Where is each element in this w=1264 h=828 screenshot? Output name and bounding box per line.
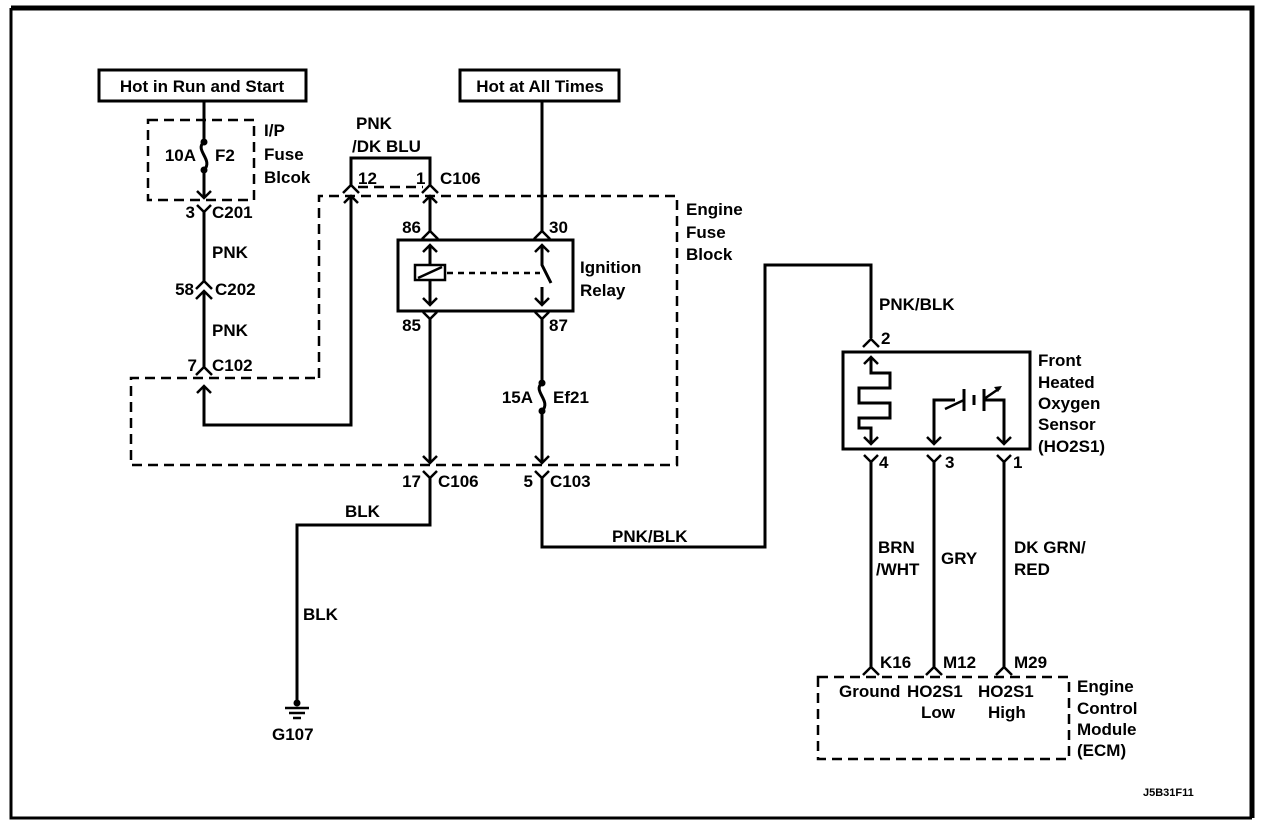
power-source-hot-all-times: Hot at All Times [458,68,621,103]
wire-color-pnk: PNK [212,321,249,340]
sensor-pin-2: 2 [881,329,890,348]
svg-text:Sensor: Sensor [1038,415,1096,434]
ecm-pin-k16: K16 [880,653,911,672]
wire-color-pnk-dkblu-2: /DK BLU [352,137,421,156]
wire-color-dkgrn-red-2: RED [1014,560,1050,579]
c202-pin: 58 [175,280,194,299]
relay-label-2: Relay [580,281,626,300]
sensor-pin-1: 1 [1013,453,1022,472]
wire-color-blk: BLK [345,502,381,521]
power-source-label: Hot at All Times [476,77,604,96]
c102-pin: 7 [188,356,197,375]
svg-text:Ground: Ground [839,682,900,701]
c106-top-label: C106 [440,169,481,188]
svg-text:Blcok: Blcok [264,168,311,187]
figure-id: J5B31F11 [1143,787,1194,799]
svg-text:HO2S1: HO2S1 [907,682,963,701]
c102-label: C102 [212,356,253,375]
relay-pin-87: 87 [549,316,568,335]
power-source-hot-run-start: Hot in Run and Start [97,68,308,103]
svg-text:Fuse: Fuse [264,145,304,164]
page-frame [11,5,1255,818]
ecm-outline [816,675,1071,761]
svg-text:Oxygen: Oxygen [1038,394,1100,413]
c202-label: C202 [215,280,256,299]
c106-bottom-label: C106 [438,472,479,491]
heater-element-icon [857,357,892,444]
ecm-pin-m29: M29 [1014,653,1047,672]
c201-label: C201 [212,203,253,222]
ground-label: G107 [272,725,314,744]
wire-color-pnk-blk: PNK/BLK [879,295,955,314]
fuse-f2-rating: 10A [165,146,196,165]
svg-text:Front: Front [1038,351,1082,370]
svg-text:(HO2S1): (HO2S1) [1038,437,1105,456]
svg-text:Engine: Engine [686,200,743,219]
wire-color-brn-wht-1: BRN [878,538,915,557]
wire-color-pnk: PNK [212,243,249,262]
fuse-f2-name: F2 [215,146,235,165]
svg-text:(ECM): (ECM) [1077,741,1126,760]
sensor-pin-4: 4 [879,453,889,472]
o2-sensor-label: Front Heated Oxygen Sensor (HO2S1) [1038,351,1105,456]
wire-color-brn-wht-2: /WHT [876,560,920,579]
svg-text:I/P: I/P [264,121,285,140]
c103-label: C103 [550,472,591,491]
ecm-terminal-labels: Ground HO2S1 Low HO2S1 High [839,682,1034,722]
fuse-ef21-rating: 15A [502,388,533,407]
sensor-pin-3: 3 [945,453,954,472]
connector-c102-icon [194,365,214,377]
relay-switch-icon [540,245,553,284]
svg-text:Low: Low [921,703,956,722]
engine-fuse-block-outline [129,194,679,467]
connector-c202-icon [194,279,214,291]
svg-text:Module: Module [1077,720,1137,739]
ecm-label: Engine Control Module (ECM) [1077,677,1137,760]
ignition-relay [396,238,575,313]
svg-text:Fuse: Fuse [686,223,726,242]
c103-pin: 5 [524,472,533,491]
svg-text:Heated: Heated [1038,373,1095,392]
page-frame-left [9,8,1252,820]
o2-sensor [841,350,1032,451]
connector-c103-icon [533,469,551,480]
ip-fuse-block-label: I/P Fuse Blcok [264,121,311,187]
svg-text:Engine: Engine [1077,677,1134,696]
svg-text:High: High [988,703,1026,722]
svg-text:Control: Control [1077,699,1137,718]
wire-color-pnk-dkblu-1: PNK [356,114,393,133]
fuse-f2-icon [199,138,209,174]
c106-pin12: 12 [358,169,377,188]
svg-text:HO2S1: HO2S1 [978,682,1034,701]
relay-pin-30: 30 [549,218,568,237]
c106-bottom-pin: 17 [402,472,421,491]
svg-text:Block: Block [686,245,733,264]
ecm-pin-m12: M12 [943,653,976,672]
connector-c106-pin12-icon [341,183,361,195]
wire-color-dkgrn-red-1: DK GRN/ [1014,538,1086,557]
wire-color-gry: GRY [941,549,978,568]
ip-fuse-block-outline [146,118,256,202]
c201-pin: 3 [186,203,195,222]
wire-color-blk: BLK [303,605,339,624]
ground-icon [285,699,309,720]
power-source-label: Hot in Run and Start [120,77,285,96]
fuse-ef21-icon [537,379,547,415]
c106-pin1: 1 [416,169,425,188]
relay-pin-85: 85 [402,316,421,335]
wire-color-pnk-blk: PNK/BLK [612,527,688,546]
relay-pin-86: 86 [402,218,421,237]
relay-label-1: Ignition [580,258,641,277]
connector-c201-icon [195,203,213,214]
engine-fuse-block-label: Engine Fuse Block [686,200,743,264]
fuse-ef21-name: Ef21 [553,388,589,407]
connector-c106-bottom-icon [421,469,439,480]
